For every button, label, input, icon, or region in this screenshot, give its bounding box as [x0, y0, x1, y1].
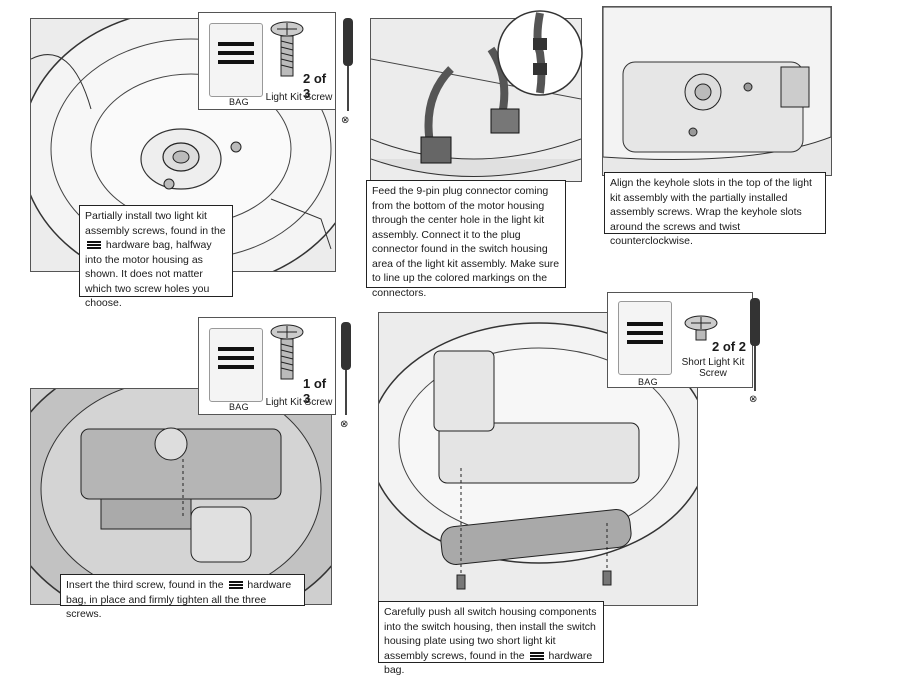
hardware-bag-icon: [87, 241, 101, 250]
screw-name: Short Light Kit Screw: [681, 357, 745, 379]
screw-icon: [456, 570, 612, 590]
step4-caption: Insert the third screw, found in the har…: [60, 574, 305, 620]
screwdriver-icon: [750, 298, 760, 391]
screw-icon: [270, 21, 304, 77]
connector-icon: [420, 136, 452, 164]
step1-caption: Partially install two light kit assembly…: [79, 205, 233, 309]
screw-name: Light Kit Screw: [265, 92, 333, 103]
screw-icon: [163, 141, 242, 190]
bag-label: BAG: [229, 97, 249, 107]
tighten-direction-icon: ⊗: [340, 419, 349, 430]
screw-count: 2 of 2: [712, 339, 746, 354]
hardware-bag-icon: [228, 581, 243, 590]
bag-label: BAG: [229, 402, 249, 412]
hardware-bag-icon: [618, 301, 672, 375]
screw-count: 2 of 3: [303, 71, 327, 101]
step3-illustration: [602, 6, 832, 176]
caption-text: Insert the third screw, found in the: [66, 579, 227, 591]
screw-name: Light Kit Screw: [265, 397, 333, 408]
tighten-direction-icon: ⊗: [749, 394, 758, 405]
step4-hardware-callout: BAG 1 of 3 Light Kit Screw: [198, 317, 336, 415]
screwdriver-icon: [343, 18, 353, 111]
bag-label: BAG: [638, 377, 658, 387]
step5-caption: Carefully push all switch housing compon…: [378, 601, 604, 676]
caption-text: Partially install two light kit assembly…: [85, 210, 226, 237]
caption-text: Carefully push all switch housing compon…: [384, 606, 597, 662]
hardware-bag-icon: [209, 328, 263, 402]
screw-icon: [684, 315, 718, 341]
connector-detail-icon: [497, 10, 583, 96]
step4-illustration: [30, 388, 332, 605]
caption-text: hardware bag, halfway into the motor hou…: [85, 239, 212, 309]
step2-illustration: [370, 18, 582, 182]
hardware-bag-icon: [209, 23, 263, 97]
step1-hardware-callout: BAG 2 of 3 Light Kit Screw: [198, 12, 336, 110]
screw-count: 1 of 3: [303, 376, 327, 406]
step3-caption: Align the keyhole slots in the top of th…: [604, 172, 826, 247]
connector-icon: [490, 108, 520, 134]
step2-caption: Feed the 9-pin plug connector coming fro…: [366, 180, 566, 299]
caption-text: hardware bag.: [384, 649, 593, 677]
tighten-direction-icon: ⊗: [341, 115, 350, 126]
step5-hardware-callout: BAG 2 of 2 Short Light Kit Screw: [607, 292, 753, 388]
screwdriver-icon: [341, 322, 351, 415]
hardware-bag-icon: [529, 651, 544, 660]
caption-text: hardware bag, in place and firmly tighte…: [66, 579, 292, 620]
screw-icon: [270, 324, 304, 380]
